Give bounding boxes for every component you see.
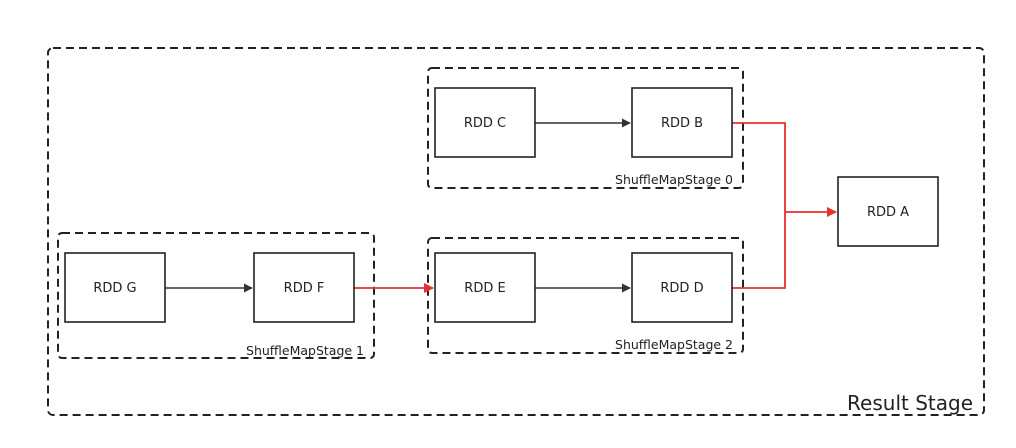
node-rdd-c: RDD C [434, 87, 536, 158]
result-stage-border [47, 47, 985, 416]
node-rdd-f: RDD F [253, 252, 355, 323]
node-rdd-e: RDD E [434, 252, 536, 323]
edge-rdd-b-to-rdd-a-shuffle [732, 122, 786, 212]
shuffle-map-stage-2-label: ShuffleMapStage 2 [615, 337, 733, 352]
node-rdd-a-label: RDD A [867, 205, 909, 220]
node-rdd-d: RDD D [631, 252, 733, 323]
edge-rdd-d-to-rdd-a-shuffle [732, 212, 786, 289]
node-rdd-g-label: RDD G [93, 281, 136, 296]
shuffle-map-stage-0: ShuffleMapStage 0 [427, 67, 744, 189]
shuffle-map-stage-1-border [57, 232, 375, 359]
node-rdd-f-label: RDD F [284, 281, 325, 296]
node-rdd-b: RDD B [631, 87, 733, 158]
shuffle-map-stage-0-label: ShuffleMapStage 0 [615, 172, 733, 187]
node-rdd-g: RDD G [64, 252, 166, 323]
shuffle-map-stage-1-label: ShuffleMapStage 1 [246, 343, 364, 358]
node-rdd-d-label: RDD D [660, 281, 703, 296]
result-stage-label: Result Stage [847, 391, 973, 415]
shuffle-map-stage-2-border [427, 237, 744, 354]
shuffle-map-stage-1: ShuffleMapStage 1 [57, 232, 375, 359]
shuffle-map-stage-2: ShuffleMapStage 2 [427, 237, 744, 354]
node-rdd-a: RDD A [837, 176, 939, 247]
node-rdd-c-label: RDD C [464, 116, 506, 131]
node-rdd-b-label: RDD B [661, 116, 703, 131]
shuffle-map-stage-0-border [427, 67, 744, 189]
node-rdd-e-label: RDD E [464, 281, 505, 296]
result-stage: Result Stage [47, 47, 985, 416]
